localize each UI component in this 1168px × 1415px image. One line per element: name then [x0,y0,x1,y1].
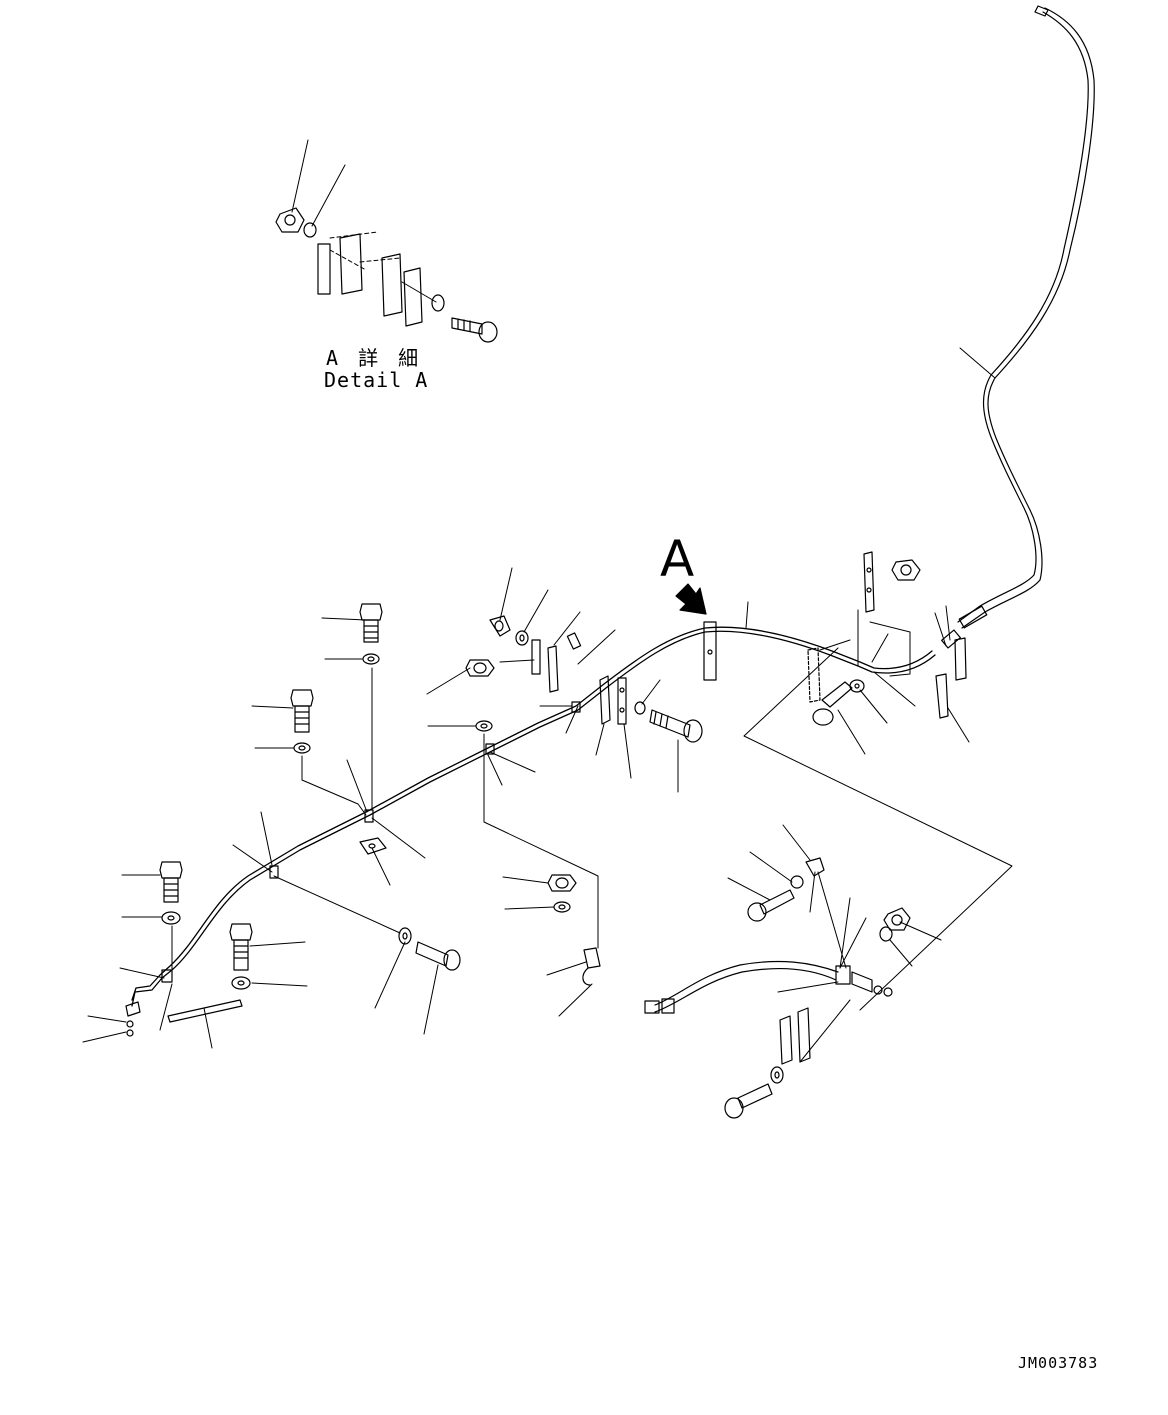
callout-arrow [676,584,706,614]
upper-hose [942,6,1095,648]
clamps [126,234,966,1064]
bolts [160,318,852,1118]
drawing-number: JM003783 [1018,1354,1099,1372]
leader-lines [83,140,995,1048]
detail-a-label-japanese: A 詳 細 [326,346,423,370]
callout-letter-a: A [660,530,695,588]
detail-a-label-english: Detail A [324,368,429,392]
projection-lines [172,232,1012,1062]
washers [127,223,892,1083]
main-tube [132,627,935,1006]
lower-hose [645,961,892,1013]
